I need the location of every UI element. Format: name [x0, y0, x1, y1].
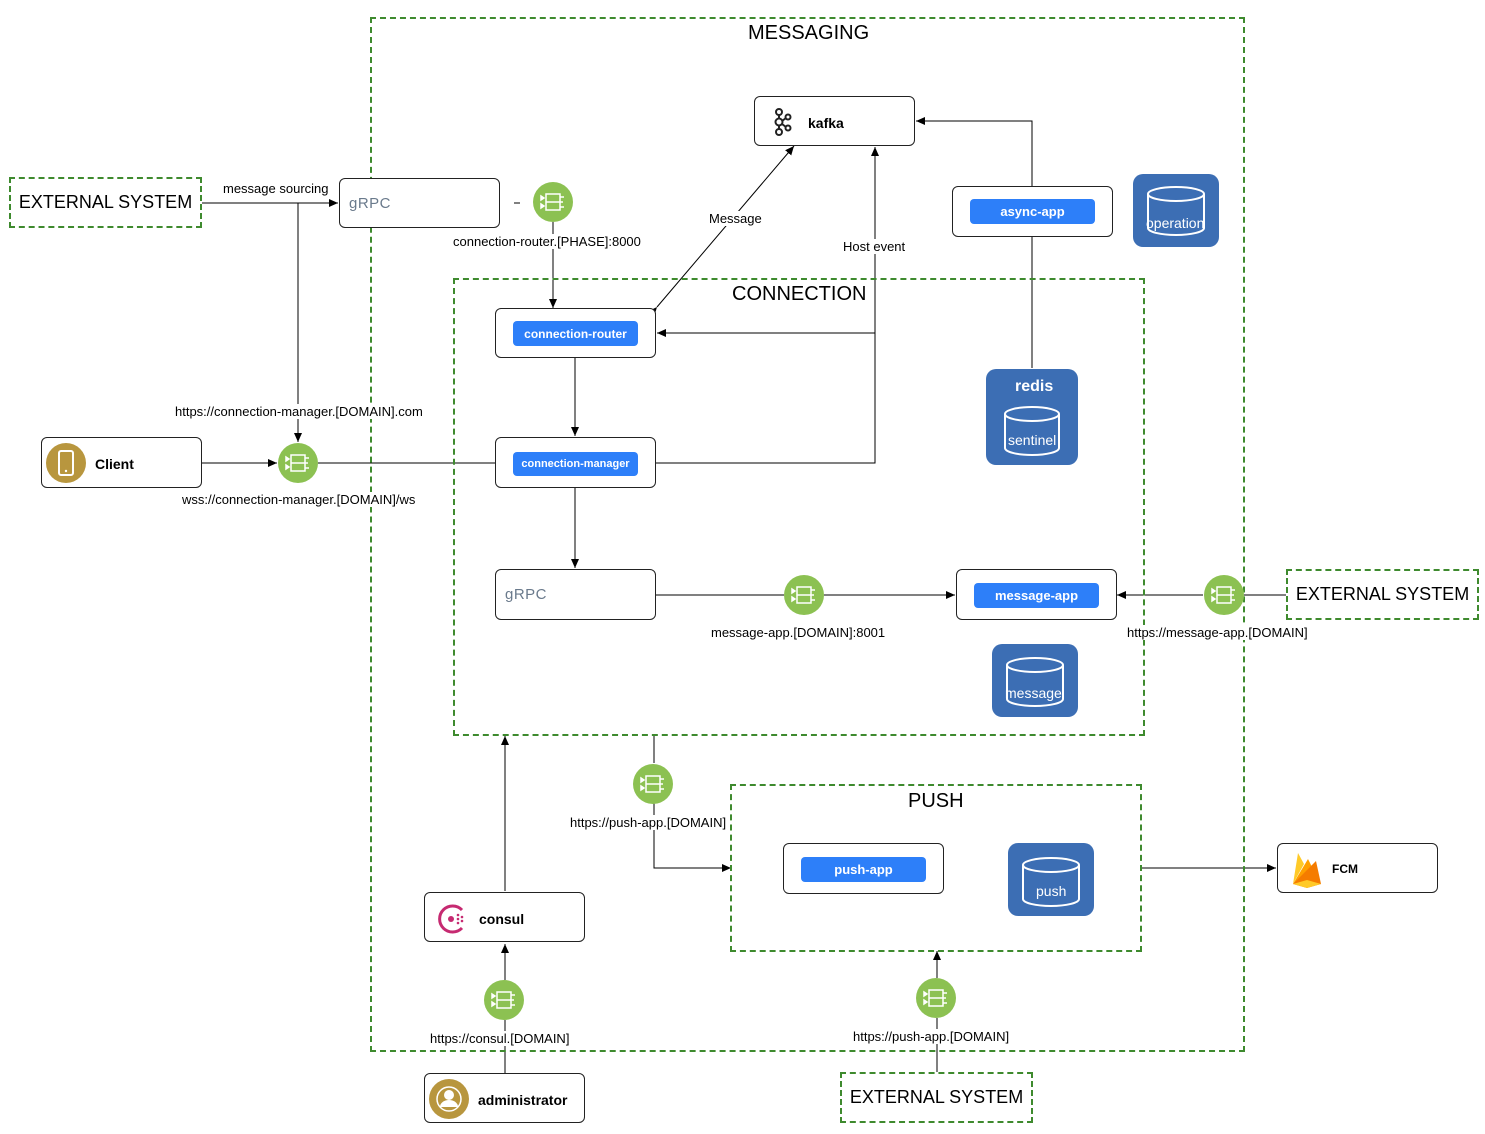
group-connection-title: CONNECTION — [732, 283, 867, 305]
push-app-node: push-app — [783, 843, 944, 894]
external-system-top-left: EXTERNAL SYSTEM — [9, 177, 202, 228]
load-balancer-icon — [784, 575, 824, 615]
push-database: push — [1008, 843, 1094, 916]
redis-sentinel-label: sentinel — [1008, 432, 1057, 448]
grpc-top-logo: gRPC — [349, 195, 392, 212]
connection-router-chip: connection-router — [513, 321, 638, 346]
edge-label-consul-https: https://consul.[DOMAIN] — [429, 1031, 571, 1046]
kafka-label: kafka — [808, 115, 844, 131]
message-database: message — [992, 644, 1078, 717]
consul-icon — [438, 904, 464, 934]
group-messaging — [370, 17, 1245, 1052]
grpc-top-node: gRPC — [339, 178, 500, 228]
connection-manager-chip: connection-manager — [513, 452, 638, 476]
load-balancer-icon — [1204, 575, 1244, 615]
group-push — [730, 784, 1142, 952]
external-system-right: EXTERNAL SYSTEM — [1286, 569, 1479, 620]
group-connection — [453, 278, 1145, 736]
edge-label-message-app-addr: message-app.[DOMAIN]:8001 — [710, 625, 887, 640]
consul-label: consul — [479, 911, 525, 927]
group-messaging-title: MESSAGING — [748, 22, 870, 44]
mobile-phone-icon — [46, 443, 86, 483]
load-balancer-icon — [484, 980, 524, 1020]
message-database-label: message — [1005, 685, 1062, 701]
redis-database: redis sentinel — [986, 369, 1078, 465]
load-balancer-icon — [533, 182, 573, 222]
firebase-icon — [1293, 853, 1321, 888]
edge-label-push-app-https-bottom: https://push-app.[DOMAIN] — [852, 1029, 1011, 1044]
edge-label-message-app-https: https://message-app.[DOMAIN] — [1126, 625, 1309, 640]
message-app-chip: message-app — [974, 583, 1099, 608]
load-balancer-icon — [916, 978, 956, 1018]
edge-kafka-router — [648, 145, 795, 317]
async-app-chip: async-app — [970, 199, 1095, 224]
edge-label-conn-mgr-https: https://connection-manager.[DOMAIN].com — [174, 404, 424, 419]
grpc-mid-node: gRPC — [495, 569, 656, 620]
async-app-node: async-app — [952, 186, 1113, 237]
user-icon — [429, 1079, 469, 1119]
operation-database-label: operation — [1146, 215, 1205, 231]
operation-database: operation — [1133, 174, 1219, 247]
fcm-node: FCM — [1277, 843, 1438, 893]
kafka-node: kafka — [754, 96, 915, 146]
database-icon — [1004, 406, 1060, 456]
redis-title: redis — [1015, 378, 1054, 395]
database-icon — [1147, 186, 1205, 236]
message-app-node: message-app — [956, 569, 1117, 620]
fcm-label: FCM — [1332, 862, 1358, 876]
edge-label-host-event: Host event — [842, 239, 907, 254]
external-system-bottom: EXTERNAL SYSTEM — [840, 1072, 1033, 1123]
load-balancer-icon — [633, 764, 673, 804]
group-push-title: PUSH — [908, 790, 964, 812]
connection-manager-node: connection-manager — [495, 437, 656, 488]
connection-router-node: connection-router — [495, 308, 656, 358]
edge-async-to-kafka — [916, 117, 1033, 186]
edge-label-conn-mgr-wss: wss://connection-manager.[DOMAIN]/ws — [181, 492, 417, 507]
database-icon — [1006, 657, 1064, 707]
edge-label-connection-router-addr: connection-router.[PHASE]:8000 — [452, 234, 642, 249]
edge-label-push-app-https-top: https://push-app.[DOMAIN] — [569, 815, 728, 830]
load-balancer-icon — [278, 443, 318, 483]
database-icon — [1022, 857, 1080, 907]
client-label: Client — [95, 456, 134, 472]
push-database-label: push — [1036, 883, 1067, 899]
client-node: Client — [41, 437, 202, 488]
consul-node: consul — [424, 892, 585, 942]
kafka-icon — [774, 108, 792, 136]
administrator-label: administrator — [478, 1092, 568, 1108]
administrator-node: administrator — [424, 1073, 585, 1123]
grpc-mid-logo: gRPC — [505, 586, 548, 603]
push-app-chip: push-app — [801, 857, 926, 882]
edge-label-message: Message — [708, 211, 763, 226]
edge-label-message-sourcing: message sourcing — [222, 181, 330, 196]
